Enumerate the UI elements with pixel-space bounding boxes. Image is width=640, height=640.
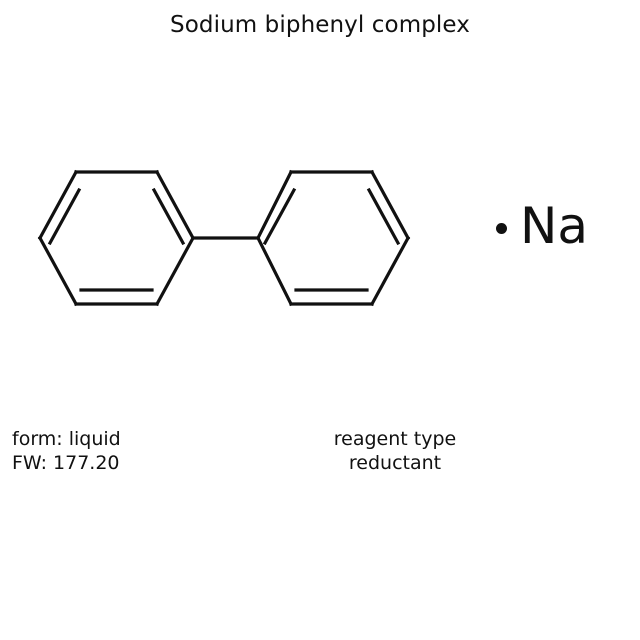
ring-right-double-bond-0 xyxy=(262,187,297,246)
ring-right-double-bond-1 xyxy=(366,187,401,246)
reagent-type-value: reductant xyxy=(348,452,442,474)
benzene-ring-left xyxy=(37,169,196,307)
ring-right-bond-4 xyxy=(369,169,411,241)
radical-dot-icon xyxy=(496,222,507,234)
ring-right-bond-3 xyxy=(369,235,411,307)
ring-left-bond-1 xyxy=(37,235,79,307)
ring-right-bond-0 xyxy=(255,169,294,241)
ring-right-bond-1 xyxy=(255,235,294,307)
ring-left-double-bond-1 xyxy=(151,187,186,246)
ring-left-bond-3 xyxy=(154,235,196,307)
formula-weight-label: FW: 177.20 xyxy=(12,452,120,474)
sodium-counterion-group: Na xyxy=(496,200,588,252)
ring-left-bond-4 xyxy=(154,169,196,241)
ring-left-double-bond-0 xyxy=(47,187,82,246)
sodium-element-label: Na xyxy=(520,197,589,255)
properties-block: form: liquid FW: 177.20 xyxy=(12,427,121,475)
benzene-ring-right xyxy=(255,169,411,307)
reagent-type-heading: reagent type xyxy=(333,428,457,450)
form-label: form: liquid xyxy=(12,428,121,450)
reagent-type-block: reagent type reductant xyxy=(275,427,515,475)
page-title: Sodium biphenyl complex xyxy=(170,12,470,38)
ring-left-bond-0 xyxy=(37,169,79,241)
